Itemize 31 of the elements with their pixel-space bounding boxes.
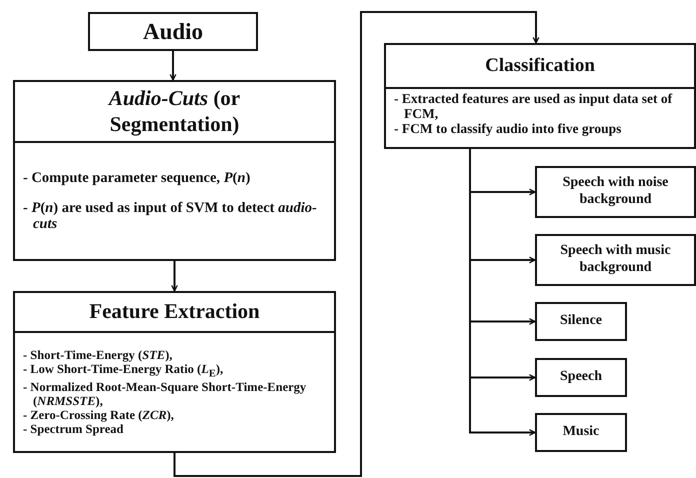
box-label: Music — [562, 423, 600, 442]
bullet-text: - P(n) are used as input of SVM to detect audio-cuts — [23, 200, 318, 232]
arrow — [170, 51, 176, 81]
box-heading: Audio-Cuts (or Segmentation) — [106, 86, 242, 137]
process-box — [384, 43, 696, 149]
process-box — [535, 358, 627, 397]
bullet-text: - Low Short-Time-Energy Ratio (L$_{E}$), — [23, 362, 224, 380]
bullet-text: - Zero-Crossing Rate (ZCR), — [23, 408, 175, 422]
arrow — [174, 11, 540, 477]
bullet-text: - Spectrum Spread — [23, 422, 124, 436]
bullet-text: - Compute parameter sequence, P(n) — [23, 170, 252, 186]
box-label: Audio — [142, 18, 204, 46]
process-box — [88, 12, 258, 51]
bullet-text: - FCM to classify audio into five groups — [394, 121, 622, 136]
box-label: Speech with music background — [559, 242, 672, 277]
arrow — [469, 149, 536, 436]
box-label: Speech with noise background — [562, 174, 670, 209]
box-label: Silence — [559, 312, 603, 330]
process-box — [535, 166, 696, 218]
process-box — [535, 234, 696, 286]
bullet-text: - Short-Time-Energy (STE), — [23, 348, 174, 362]
bullet-text: - Normalized Root-Mean-Square Short-Time-Energy (NRMSSTE), — [23, 380, 308, 408]
box-heading: Feature Extraction — [89, 299, 260, 325]
process-box — [535, 302, 627, 341]
process-box — [535, 413, 627, 452]
bullet-text: - Extracted features are used as input data set of FCM, — [394, 91, 674, 122]
process-box — [13, 80, 336, 261]
box-heading: Classification — [485, 54, 595, 78]
arrow — [171, 261, 178, 292]
box-label: Speech — [559, 368, 603, 386]
process-box — [13, 291, 336, 453]
